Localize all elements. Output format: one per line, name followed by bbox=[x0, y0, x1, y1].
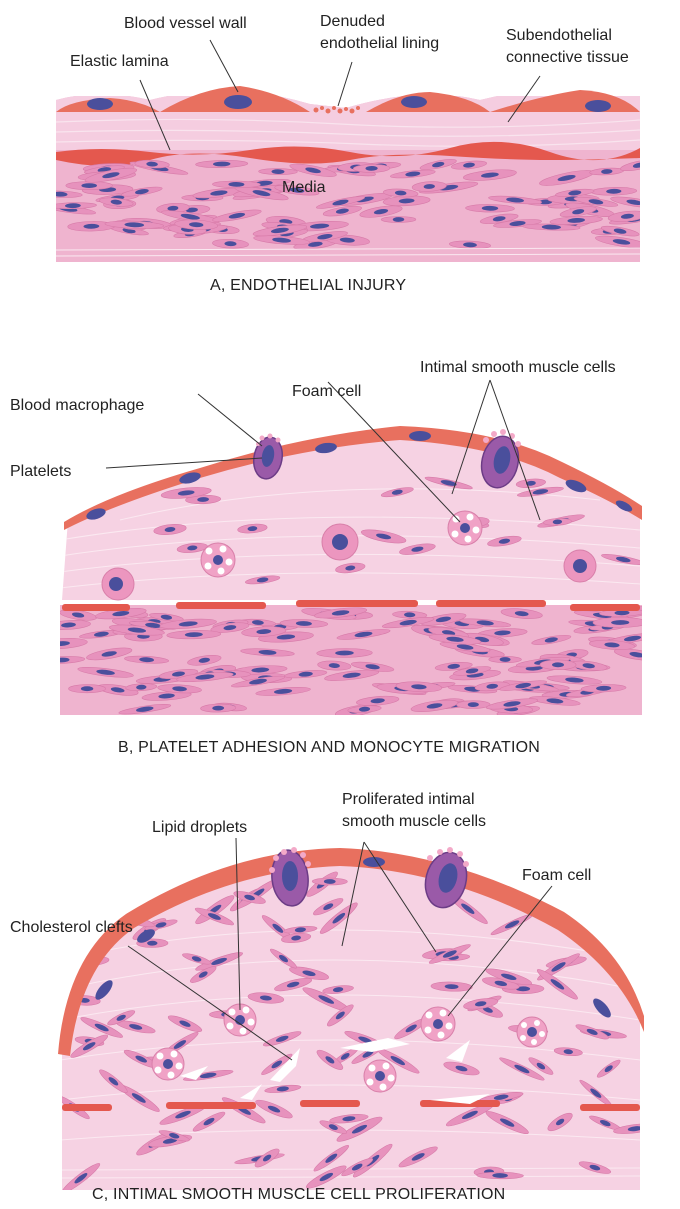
smooth-muscle-cell bbox=[90, 466, 131, 482]
panel-b-media bbox=[35, 604, 661, 719]
panel-a-tissue bbox=[38, 96, 660, 262]
caption-panel-b: B, PLATELET ADHESION AND MONOCYTE MIGRAT… bbox=[118, 739, 540, 756]
label-denuded-line2: endothelial lining bbox=[320, 35, 439, 52]
cell-nucleus bbox=[632, 943, 645, 949]
foam-cell bbox=[201, 543, 235, 577]
leader-denuded bbox=[338, 62, 352, 106]
label-proliferated-line1: Proliferated intimal bbox=[342, 791, 475, 808]
smooth-muscle-cell bbox=[109, 469, 161, 484]
monocyte bbox=[564, 550, 596, 582]
foam-cell bbox=[152, 1048, 184, 1080]
label-blood-vessel-wall: Blood vessel wall bbox=[124, 15, 247, 32]
label-cholesterol-clefts: Cholesterol clefts bbox=[10, 919, 133, 936]
cell-nucleus bbox=[393, 217, 405, 222]
cell-nucleus bbox=[126, 473, 144, 481]
panel-b: Intimal smooth muscle cells Foam cell Bl… bbox=[10, 359, 661, 756]
label-foam-cell-c: Foam cell bbox=[522, 867, 591, 884]
foam-cell bbox=[421, 1007, 455, 1041]
label-elastic-lamina: Elastic lamina bbox=[70, 53, 169, 70]
label-foam-cell-b: Foam cell bbox=[292, 383, 361, 400]
endothelial-nucleus bbox=[87, 98, 113, 110]
monocyte bbox=[102, 568, 134, 600]
smooth-muscle-cell bbox=[620, 939, 659, 953]
label-subendothelial-line1: Subendothelial bbox=[506, 27, 612, 44]
leader-blood-macrophage bbox=[198, 394, 262, 446]
caption-panel-c: C, INTIMAL SMOOTH MUSCLE CELL PROLIFERAT… bbox=[92, 1186, 505, 1203]
monocyte bbox=[322, 524, 358, 560]
cell-nucleus bbox=[81, 183, 97, 188]
cell-nucleus bbox=[81, 686, 93, 691]
foam-cell bbox=[364, 1060, 396, 1092]
endothelial-nucleus bbox=[585, 100, 611, 112]
label-subendothelial-line2: connective tissue bbox=[506, 49, 629, 66]
cell-nucleus bbox=[500, 657, 511, 662]
label-lipid-droplets: Lipid droplets bbox=[152, 819, 247, 836]
endothelial-nucleus bbox=[401, 96, 427, 108]
label-proliferated-line2: smooth muscle cells bbox=[342, 813, 486, 830]
foam-cell bbox=[448, 511, 482, 545]
panel-c: Proliferated intimal smooth muscle cells… bbox=[10, 791, 659, 1203]
label-media: Media bbox=[282, 179, 326, 196]
caption-panel-a: A, ENDOTHELIAL INJURY bbox=[210, 277, 406, 294]
label-blood-macrophage: Blood macrophage bbox=[10, 397, 144, 414]
cell-nucleus bbox=[103, 471, 117, 479]
panel-a: Blood vessel wall Denuded endothelial li… bbox=[38, 13, 660, 294]
label-denuded-line1: Denuded bbox=[320, 13, 385, 30]
leader-blood-vessel-wall bbox=[210, 40, 238, 92]
label-intimal-smc: Intimal smooth muscle cells bbox=[420, 359, 616, 376]
label-platelets: Platelets bbox=[10, 463, 71, 480]
endothelial-nucleus bbox=[224, 95, 252, 109]
foam-cell bbox=[517, 1017, 547, 1047]
